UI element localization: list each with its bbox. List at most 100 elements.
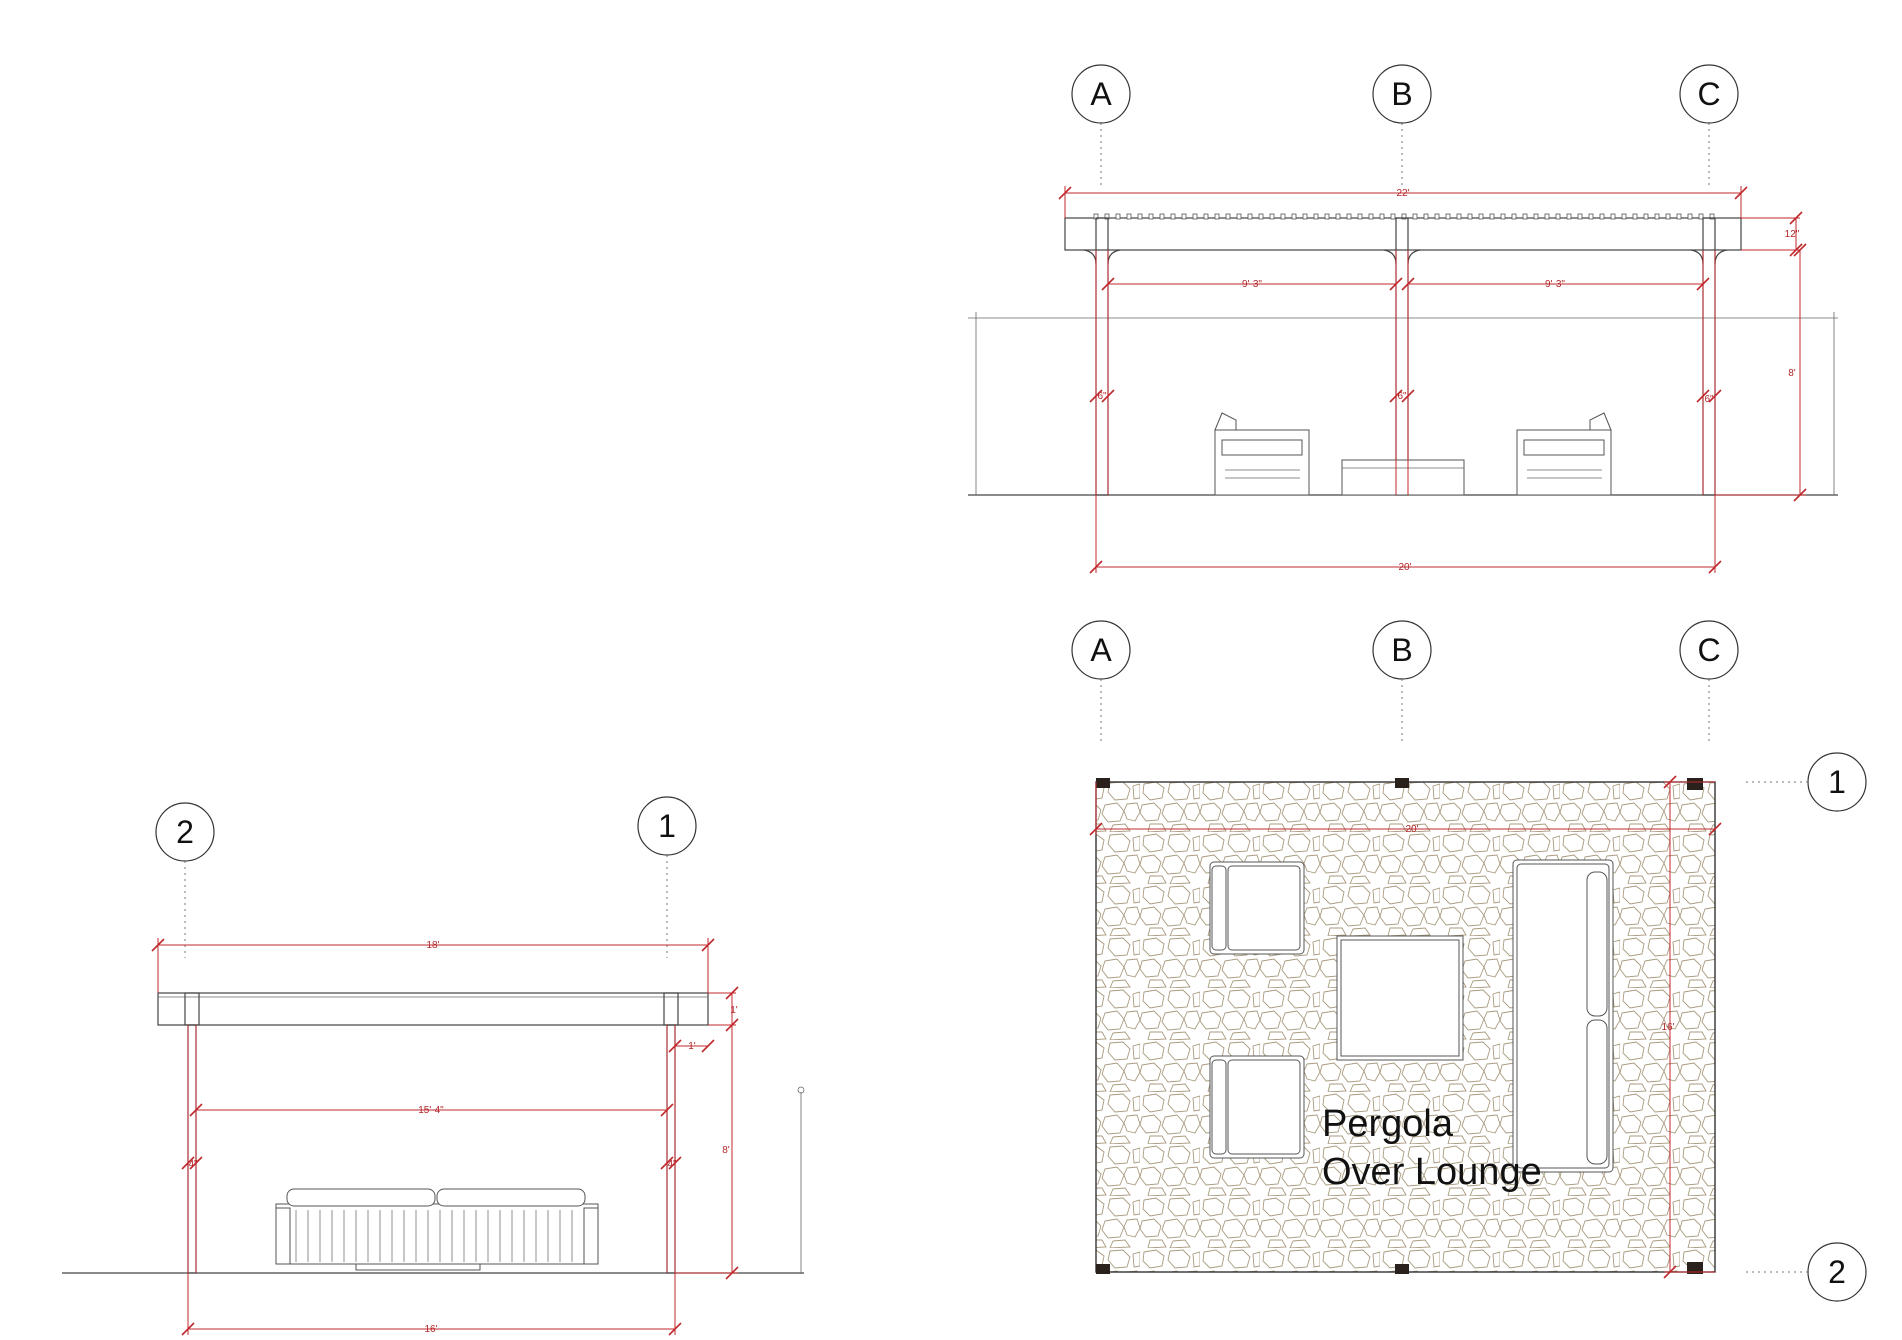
- dim-side-overhang: 1': [668, 1039, 715, 1053]
- post-b: [1395, 217, 1409, 496]
- plan-dim-depth: 16': [1661, 775, 1715, 1279]
- dim-side-overall-top: 18': [151, 938, 715, 993]
- front-elevation: A B C: [968, 64, 1838, 574]
- rafter-slat: [1698, 213, 1704, 220]
- rafter-slat: [1368, 213, 1374, 220]
- lounge-chair-left: [1214, 412, 1310, 496]
- rafter-slat: [1280, 213, 1286, 220]
- plan-grid-bubble-c: C: [1679, 620, 1739, 680]
- rafter-slat: [1203, 213, 1209, 220]
- rafter-slat: [1632, 213, 1638, 220]
- dim-label-post-a: 6": [1097, 391, 1107, 402]
- rafter-slat: [1511, 213, 1517, 220]
- rafter-slat: [1137, 213, 1143, 220]
- dim-post-widths: 6" 6" 6": [1089, 250, 1722, 495]
- knee-brace: [1083, 249, 1097, 265]
- plan-grid-label-2: 2: [1828, 1254, 1846, 1290]
- grid-label-a: A: [1090, 76, 1112, 112]
- grid-label-1: 1: [658, 808, 676, 844]
- dim-label-15ft4in: 15'-4": [418, 1105, 444, 1116]
- rafter-slat: [1522, 213, 1528, 220]
- dim-label-18ft: 18': [426, 940, 439, 951]
- rafter-slat: [1269, 213, 1275, 220]
- rafter-slat: [1599, 213, 1605, 220]
- plan-post-b2: [1395, 1264, 1409, 1274]
- plan-dim-label-16ft: 16': [1661, 1022, 1674, 1033]
- dim-height: 8': [1715, 243, 1807, 502]
- coffee-table: [1341, 459, 1465, 496]
- rafter-slat: [1302, 213, 1308, 220]
- plan-grid-label-b: B: [1391, 632, 1412, 668]
- post-c: [1702, 217, 1716, 496]
- rafter-slat: [1588, 213, 1594, 220]
- dim-label-post-c: 6": [1704, 394, 1714, 405]
- side-elevation: 2 1: [62, 796, 805, 1336]
- plan-grid-label-c: C: [1697, 632, 1720, 668]
- grid-label-b: B: [1391, 76, 1412, 112]
- rafter-slat: [1687, 213, 1693, 220]
- rafter-slat: [1126, 213, 1132, 220]
- rafter-slat: [1610, 213, 1616, 220]
- grid-bubble-a: A: [1071, 64, 1131, 124]
- dim-side-height: 8': [675, 1025, 739, 1280]
- rafter-slat: [1676, 213, 1682, 220]
- dim-label-20ft: 20': [1398, 562, 1411, 573]
- plan-dim-width: 20': [1089, 782, 1722, 836]
- rafter-slat: [1555, 213, 1561, 220]
- dim-overall-bottom: 20': [1089, 495, 1722, 574]
- rafter-slat: [1709, 213, 1715, 220]
- plan-post-a1: [1096, 778, 1110, 788]
- plan-grid-bubble-a: A: [1071, 620, 1131, 680]
- rafter-slat: [1247, 213, 1253, 220]
- plan-grid-label-1: 1: [1828, 764, 1846, 800]
- rafter-slat: [1665, 213, 1671, 220]
- grid-bubble-1: 1: [637, 796, 697, 856]
- plan-post-c1: [1687, 778, 1703, 790]
- rafter-slat: [1423, 213, 1429, 220]
- rafter-slat: [1192, 213, 1198, 220]
- dim-label-1ft-beam: 1': [730, 1005, 738, 1016]
- rafter-slat: [1379, 213, 1385, 220]
- rafter-slats: [1093, 213, 1715, 220]
- rafter-slat: [1489, 213, 1495, 220]
- post-a: [1095, 217, 1109, 496]
- knee-brace: [1107, 249, 1121, 265]
- fence-cap: [797, 1086, 805, 1094]
- plan-title-line-1: Pergola: [1322, 1103, 1454, 1145]
- pergola-beam: [1064, 217, 1742, 251]
- dim-label-12in: 12": [1785, 229, 1800, 240]
- rafter-slat: [1346, 213, 1352, 220]
- rafter-slat: [1478, 213, 1484, 220]
- dim-label-16ft-side: 16': [424, 1324, 437, 1335]
- plan-title-line-2: Over Lounge: [1322, 1151, 1542, 1193]
- rafter-slat: [1456, 213, 1462, 220]
- plan-lounge-chair-bottom: [1209, 1055, 1305, 1159]
- grid-label-2: 2: [176, 814, 194, 850]
- dim-label-bay-right: 9'-3": [1545, 279, 1565, 290]
- plan-lounge-chair-top: [1209, 861, 1305, 955]
- post-2: [187, 1024, 197, 1274]
- beam-bracket-right: [663, 992, 679, 1026]
- rafter-slat: [1533, 213, 1539, 220]
- knee-brace: [1407, 249, 1421, 265]
- rafter-slat: [1313, 213, 1319, 220]
- rafter-slat: [1104, 213, 1110, 220]
- dim-label-post-b: 6": [1397, 391, 1407, 402]
- plan-dim-label-20ft: 20': [1405, 824, 1418, 835]
- rafter-slat: [1412, 213, 1418, 220]
- knee-brace: [1714, 249, 1728, 265]
- dim-side-beam-depth: 1': [708, 986, 739, 1032]
- knee-brace: [1690, 249, 1704, 265]
- plan-grid-bubble-2: 2: [1807, 1242, 1867, 1302]
- dim-label-1ft-overhang: 1': [688, 1041, 696, 1052]
- dim-overall-top: 22': [1058, 186, 1748, 218]
- rafter-slat: [1544, 213, 1550, 220]
- dim-beam-depth: 12": [1741, 211, 1803, 257]
- dim-label-22ft: 22': [1396, 188, 1409, 199]
- rafter-slat: [1643, 213, 1649, 220]
- rafter-slat: [1500, 213, 1506, 220]
- grid-bubble-c: C: [1679, 64, 1739, 124]
- dim-side-post-widths: 4" 4": [181, 1025, 682, 1273]
- plan-view: A B C 1 2: [1071, 620, 1867, 1302]
